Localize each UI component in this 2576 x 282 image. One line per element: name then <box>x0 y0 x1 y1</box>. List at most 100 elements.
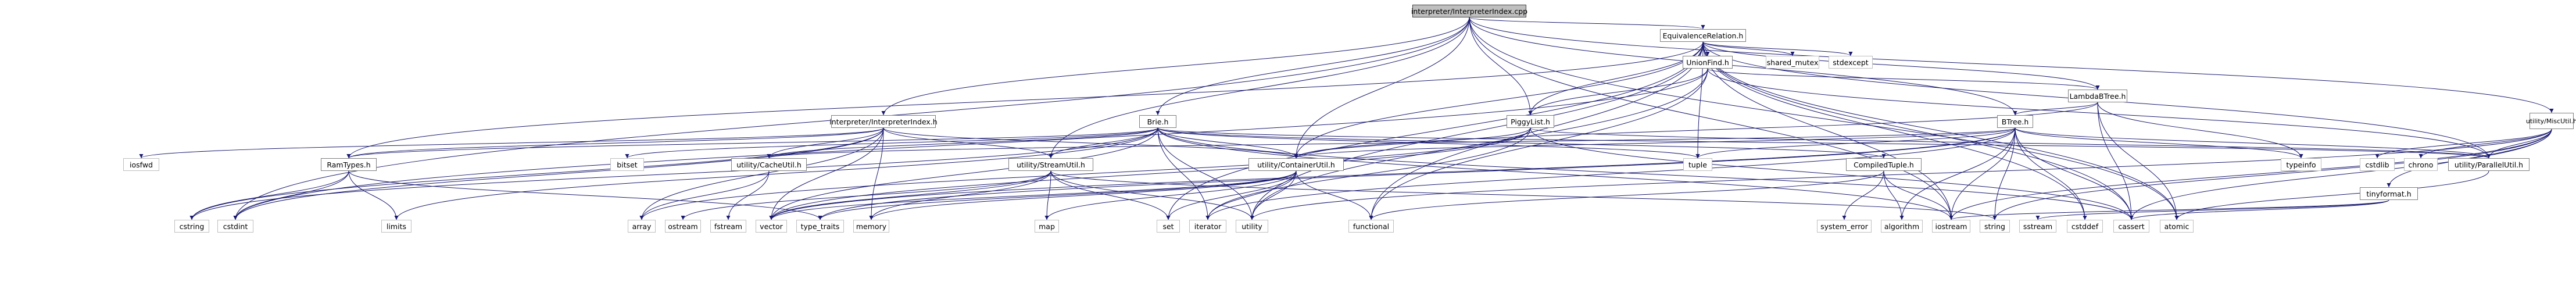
edge-interpindex-to-vector <box>769 127 884 220</box>
node-miscutil-h[interactable]: utility/MiscUtil.h <box>2526 113 2576 129</box>
node-iterator[interactable]: iterator <box>1189 220 1226 233</box>
edge-root-to-atomic <box>1469 17 2179 220</box>
node-parallelutil-h[interactable]: utility/ParallelUtil.h <box>2448 158 2530 171</box>
node-typeinfo[interactable]: typeinfo <box>2281 158 2321 171</box>
node-type-traits[interactable]: type_traits <box>796 220 844 233</box>
node-cstdint[interactable]: cstdint <box>217 220 253 233</box>
edge-cacheutil-to-fstream <box>726 170 770 220</box>
edge-tinyformat-to-sstream <box>2035 199 2389 220</box>
edge-piggylist-to-parallelutil <box>1530 127 2491 159</box>
edge-brie-to-utility <box>1157 127 1254 220</box>
edge-containerutil-to-map <box>1044 170 1297 220</box>
edge-brie-to-limits <box>394 127 1158 220</box>
node-memory[interactable]: memory <box>853 220 889 233</box>
edge-brie-to-parallelutil <box>1157 127 2491 159</box>
node-tinyformat-h[interactable]: tinyformat.h <box>2360 187 2418 200</box>
edge-streamutil-to-vector <box>769 170 1051 220</box>
edge-brie-to-bitset <box>625 127 1158 159</box>
node-string[interactable]: string <box>1980 220 2010 233</box>
node-system-error[interactable]: system_error <box>1817 220 1872 233</box>
node-array[interactable]: array <box>628 220 656 233</box>
edge-compiledtuple-to-system_error <box>1842 170 1884 220</box>
edge-interpindex-to-ramtypes <box>346 127 884 159</box>
edge-root-to-equiv <box>1469 17 1705 30</box>
node-iosfwd[interactable]: iosfwd <box>123 158 159 171</box>
node-algorithm[interactable]: algorithm <box>1881 220 1923 233</box>
node-interpreterindex-h[interactable]: interpreter/InterpreterIndex.h <box>829 115 938 128</box>
edge-lambdabtree-to-containerutil <box>1294 102 2098 159</box>
node-iostream[interactable]: iostream <box>1932 220 1970 233</box>
node-ostream[interactable]: ostream <box>665 220 701 233</box>
edge-ramtypes-to-cstdint <box>233 170 349 220</box>
edge-compiledtuple-to-functional <box>1369 170 1884 220</box>
edge-root-to-containerutil <box>1294 17 1470 159</box>
edge-streamutil-to-map <box>1044 170 1051 220</box>
node-containerutil-h[interactable]: utility/ContainerUtil.h <box>1248 158 1344 171</box>
edge-lambdabtree-to-atomic <box>2097 102 2179 220</box>
edge-streamutil-to-set <box>1050 170 1171 220</box>
edge-equiv-to-cassert <box>1702 41 2134 220</box>
node-cassert[interactable]: cassert <box>2113 220 2149 233</box>
node-cstdlib[interactable]: cstdlib <box>2360 158 2395 171</box>
node-tuple[interactable]: tuple <box>1683 158 1712 171</box>
edge-btree-to-cacheutil <box>767 127 2016 159</box>
edge-equiv-to-functional <box>1369 41 1704 220</box>
edge-interpindex-to-cacheutil <box>767 127 884 159</box>
node-set[interactable]: set <box>1157 220 1180 233</box>
edge-brie-to-iostream <box>1157 127 1954 220</box>
node-bitset[interactable]: bitset <box>610 158 644 171</box>
edge-piggylist-to-vector <box>769 127 1531 220</box>
node-ramtypes-h[interactable]: RamTypes.h <box>321 158 377 171</box>
node-interpreterindex-cpp[interactable]: interpreter/InterpreterIndex.cpp <box>1411 5 1527 17</box>
edge-root-to-brie <box>1155 17 1470 116</box>
node-functional[interactable]: functional <box>1348 220 1394 233</box>
edge-miscutil-to-cstdlib <box>2375 128 2552 159</box>
edge-streamutil-to-utility <box>1050 170 1254 220</box>
edge-miscutil-to-iostream <box>1949 128 2552 220</box>
edge-equiv-to-iostream <box>1702 41 1954 220</box>
edge-brie-to-iterator <box>1157 127 1210 220</box>
node-brie-h[interactable]: Brie.h <box>1139 115 1176 128</box>
node-cstring[interactable]: cstring <box>174 220 209 233</box>
node-stdexcept[interactable]: stdexcept <box>1829 56 1873 69</box>
edge-equiv-to-atomic <box>1702 41 2179 220</box>
edge-root-to-streamutil <box>1049 17 1470 159</box>
node-cstddef[interactable]: cstddef <box>2067 220 2103 233</box>
edge-unionfind-to-functional <box>1369 68 1708 220</box>
edge-unionfind-to-piggylist <box>1528 68 1708 116</box>
node-equivalencerelation-h[interactable]: EquivalenceRelation.h <box>1660 29 1746 42</box>
edge-lambdabtree-to-cassert <box>2097 102 2134 220</box>
node-sstream[interactable]: sstream <box>2019 220 2056 233</box>
edge-btree-to-tuple <box>1695 127 2016 159</box>
node-utility[interactable]: utility <box>1236 220 1268 233</box>
node-atomic[interactable]: atomic <box>2160 220 2194 233</box>
edge-tinyformat-to-cassert <box>2129 199 2389 220</box>
edge-equiv-to-cstddef <box>1702 41 2087 220</box>
node-streamutil-h[interactable]: utility/StreamUtil.h <box>1008 158 1093 171</box>
node-piggylist-h[interactable]: PiggyList.h <box>1507 115 1554 128</box>
node-cacheutil-h[interactable]: utility/CacheUtil.h <box>731 158 807 171</box>
edge-piggylist-to-iterator <box>1205 127 1531 220</box>
node-limits[interactable]: limits <box>381 220 412 233</box>
edge-interpindex-to-iosfwd <box>139 127 884 159</box>
edge-unionfind-to-utility <box>1250 68 1708 220</box>
node-map[interactable]: map <box>1035 220 1059 233</box>
node-chrono[interactable]: chrono <box>2404 158 2438 171</box>
edge-lambdabtree-to-typeinfo <box>2097 102 2303 159</box>
node-unionfind-h[interactable]: UnionFind.h <box>1683 56 1733 69</box>
edge-interpindex-to-cstdint <box>233 127 884 220</box>
node-shared-mutex[interactable]: shared_mutex <box>1766 56 1819 69</box>
edge-compiledtuple-to-iostream <box>1883 170 1954 220</box>
edge-brie-to-cstring <box>189 127 1158 220</box>
edge-equiv-to-ramtypes <box>346 41 1704 159</box>
edge-btree-to-algorithm <box>1899 127 2016 220</box>
edge-miscutil-to-parallelutil <box>2486 128 2552 159</box>
edge-equiv-to-stdexcept <box>1702 41 1853 56</box>
node-btree-h[interactable]: BTree.h <box>1997 115 2033 128</box>
node-compiledtuple-h[interactable]: CompiledTuple.h <box>1846 158 1922 171</box>
node-vector[interactable]: vector <box>756 220 787 233</box>
edge-equiv-to-utility <box>1250 41 1704 220</box>
node-fstream[interactable]: fstream <box>710 220 746 233</box>
edge-brie-to-ramtypes <box>346 127 1158 159</box>
node-lambdabtree-h[interactable]: LambdaBTree.h <box>2068 90 2127 102</box>
